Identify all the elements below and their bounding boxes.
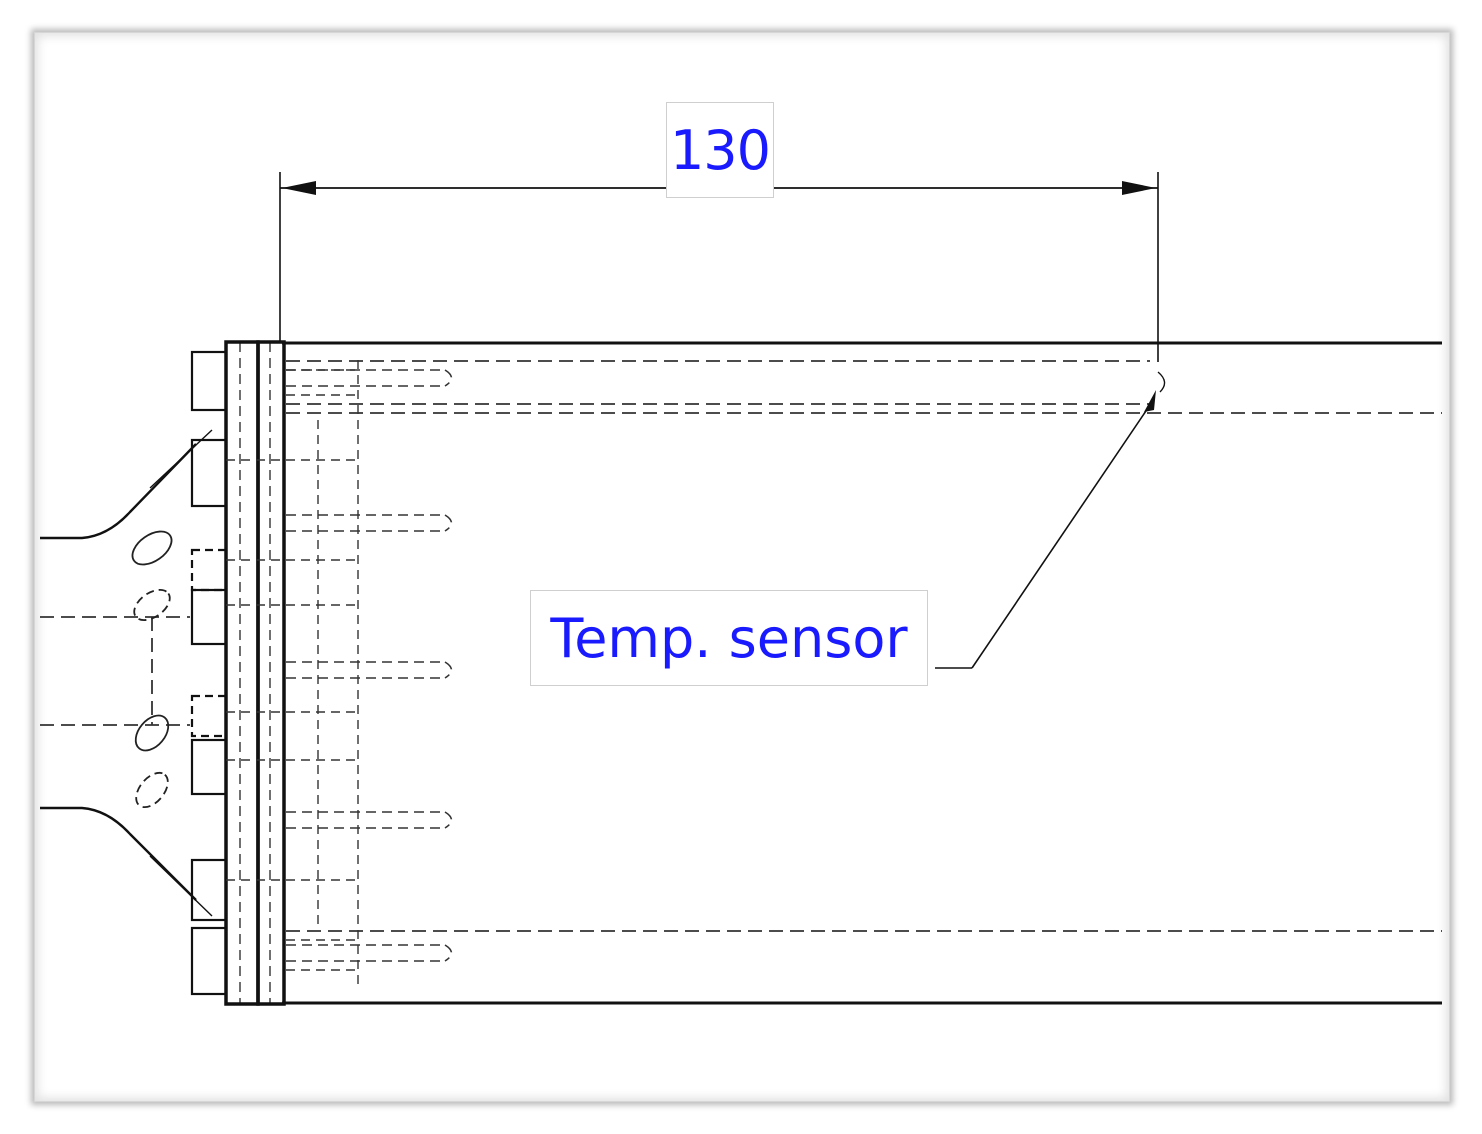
dimension (279, 172, 1159, 362)
bolt-holes (285, 369, 453, 962)
tube-body (282, 341, 1442, 1005)
dimension-label-box: 130 (666, 102, 774, 198)
dimension-arrow-left (282, 181, 316, 195)
flange-hidden-grid (226, 360, 360, 990)
flange (224, 340, 286, 1006)
hidden-lines (40, 360, 1442, 932)
callout-label: Temp. sensor (550, 606, 908, 670)
dimension-arrow-right (1122, 181, 1156, 195)
flange-nuts (190, 350, 228, 996)
dimension-label: 130 (669, 118, 771, 182)
callout-label-box: Temp. sensor (530, 590, 928, 686)
side-pipes (40, 429, 213, 917)
ports (131, 530, 173, 809)
sensor-leader (935, 371, 1166, 669)
